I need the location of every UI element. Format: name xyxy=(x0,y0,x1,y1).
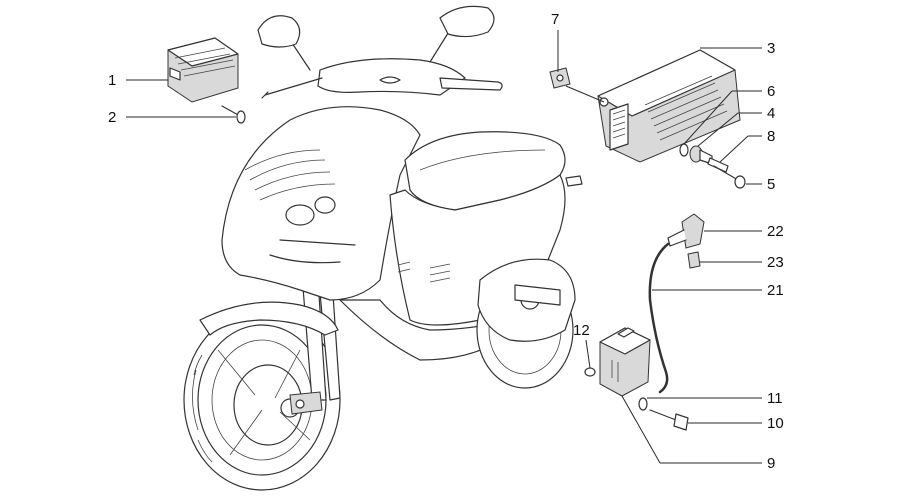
part-spark-plug-cap xyxy=(667,213,705,249)
callout-23: 23 xyxy=(767,254,784,271)
front-fender xyxy=(199,301,339,336)
callout-9: 9 xyxy=(767,455,775,472)
rear-wheel-engine xyxy=(476,258,576,389)
part-terminal xyxy=(687,251,701,269)
part-washer-6 xyxy=(679,143,689,157)
part-screw-5 xyxy=(713,165,746,189)
brake-caliper xyxy=(289,391,323,415)
callout-7: 7 xyxy=(551,11,559,28)
callout-21: 21 xyxy=(767,282,784,299)
part-washer-11 xyxy=(638,397,648,411)
part-nut-12 xyxy=(584,367,596,377)
leader-lines xyxy=(126,30,762,464)
callout-4: 4 xyxy=(767,105,775,122)
part-clip-nut xyxy=(549,67,571,89)
callout-5: 5 xyxy=(767,176,775,193)
handlebar xyxy=(257,5,503,99)
part-spacer xyxy=(707,157,729,173)
part-bolt-10 xyxy=(649,409,689,431)
callout-10: 10 xyxy=(767,415,784,432)
callout-11: 11 xyxy=(767,390,783,407)
part-ht-lead xyxy=(648,242,670,394)
callout-12: 12 xyxy=(573,322,590,339)
part-voltage-regulator xyxy=(167,37,239,103)
callout-1: 1 xyxy=(108,72,116,89)
callout-22: 22 xyxy=(767,223,784,240)
part-ignition-coil xyxy=(599,327,651,397)
part-control-unit xyxy=(597,49,741,163)
callout-2: 2 xyxy=(108,109,116,126)
callout-numbers: 1 2 3 4 5 6 7 8 9 10 11 12 21 22 23 xyxy=(108,11,784,472)
part-screw-2 xyxy=(221,105,246,124)
callout-6: 6 xyxy=(767,83,775,100)
scooter-drawing xyxy=(183,5,583,491)
callout-8: 8 xyxy=(767,128,775,145)
callout-3: 3 xyxy=(767,40,775,57)
